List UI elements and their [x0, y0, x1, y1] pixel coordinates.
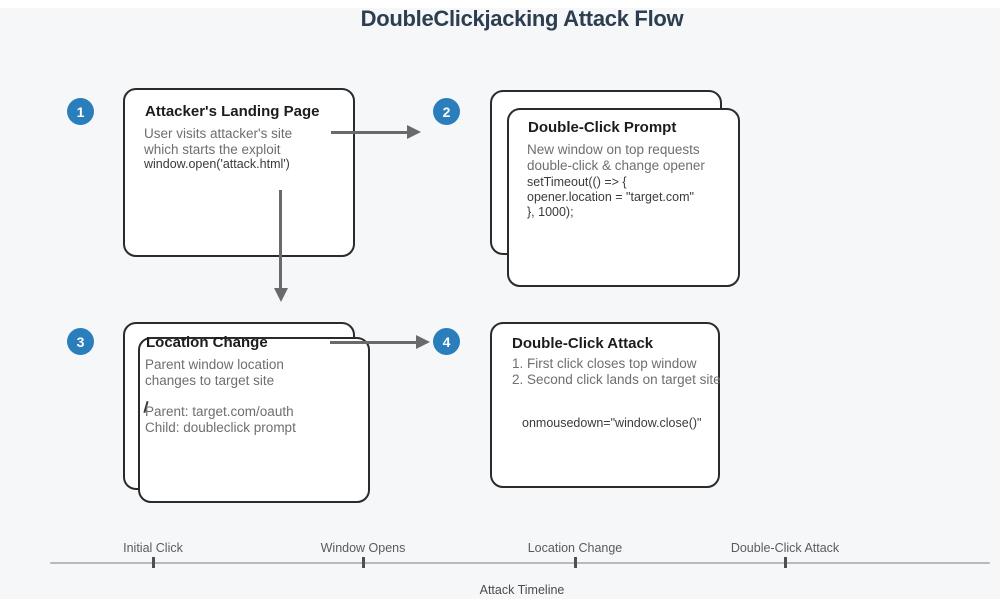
timeline-caption: Attack Timeline: [479, 583, 565, 597]
step-2-description: New window on top requests double-click …: [527, 142, 705, 173]
arrow-step1-to-step3-line: [279, 190, 282, 290]
step-1-code-line1: window.open('attack.html'): [144, 157, 290, 171]
step-2-badge: 2: [433, 98, 460, 125]
step-2-code-line2: opener.location = "target.com": [527, 190, 694, 204]
step-2-description-line2: double-click & change opener: [527, 157, 705, 173]
timeline-tick-double-click-attack: [784, 557, 787, 568]
step-4-box: [490, 322, 720, 488]
step-1-box: [123, 88, 355, 257]
step-4-description-line1: 1. First click closes top window: [512, 356, 697, 371]
step-4-code-line1: onmousedown="window.close()": [522, 416, 702, 430]
arrow-step1-to-step2-head-icon: [407, 125, 421, 139]
step-3-description-line2: changes to target site: [145, 372, 275, 388]
arrow-step3-to-step4-head-icon: [416, 335, 430, 349]
step-1-title: Attacker's Landing Page: [145, 103, 320, 120]
step-3-details-line1: Parent: target.com/oauth: [145, 404, 294, 419]
step-4-description: 1. First click closes top window 2. Seco…: [512, 356, 721, 388]
page-title: DoubleClickjacking Attack Flow: [360, 6, 684, 31]
timeline-milestone-label: Location Change: [527, 541, 623, 555]
step-2-code-line3: }, 1000);: [527, 205, 574, 219]
step-2-title: Double-Click Prompt: [528, 119, 677, 136]
step-3-badge: 3: [67, 328, 94, 355]
step-4-badge: 4: [433, 328, 460, 355]
step-3-description-line1: Parent window location: [145, 357, 284, 372]
timeline-axis: [50, 562, 990, 564]
step-3-title: Location Change: [146, 334, 268, 351]
step-1-description-line2: which starts the exploit: [144, 141, 281, 157]
step-3-details: Parent: target.com/oauth Child: doublecl…: [145, 404, 296, 435]
step-2-code-line1: setTimeout(() => {: [527, 175, 627, 189]
step-3-description: Parent window location changes to target…: [145, 357, 284, 388]
timeline-milestone-label: Window Opens: [320, 541, 406, 555]
timeline-tick-window-opens: [362, 557, 365, 568]
step-1-description: User visits attacker's site which starts…: [144, 126, 292, 157]
timeline-milestone-label: Initial Click: [123, 541, 183, 555]
step-1-description-line1: User visits attacker's site: [144, 126, 293, 141]
arrow-step1-to-step3-head-icon: [274, 288, 288, 302]
arrow-step3-to-step4-line: [330, 341, 418, 344]
step-4-code: onmousedown="window.close()": [522, 416, 701, 431]
step-1-badge: 1: [67, 98, 94, 125]
step-3-front-window: [138, 337, 370, 503]
step-1-code: window.open('attack.html'): [144, 157, 290, 172]
arrow-step1-to-step2-line: [331, 131, 409, 134]
step-4-description-line2: 2. Second click lands on target site: [512, 372, 721, 387]
step-3-details-line2: Child: doubleclick prompt: [145, 419, 296, 435]
step-4-title: Double-Click Attack: [512, 335, 654, 352]
step-2-description-line1: New window on top requests: [527, 142, 700, 157]
timeline-milestone-label: Double-Click Attack: [730, 541, 840, 555]
timeline-tick-initial-click: [152, 557, 155, 568]
step-2-code: setTimeout(() => { opener.location = "ta…: [527, 175, 694, 220]
timeline-tick-location-change: [574, 557, 577, 568]
step-2-front-window: [507, 108, 740, 287]
